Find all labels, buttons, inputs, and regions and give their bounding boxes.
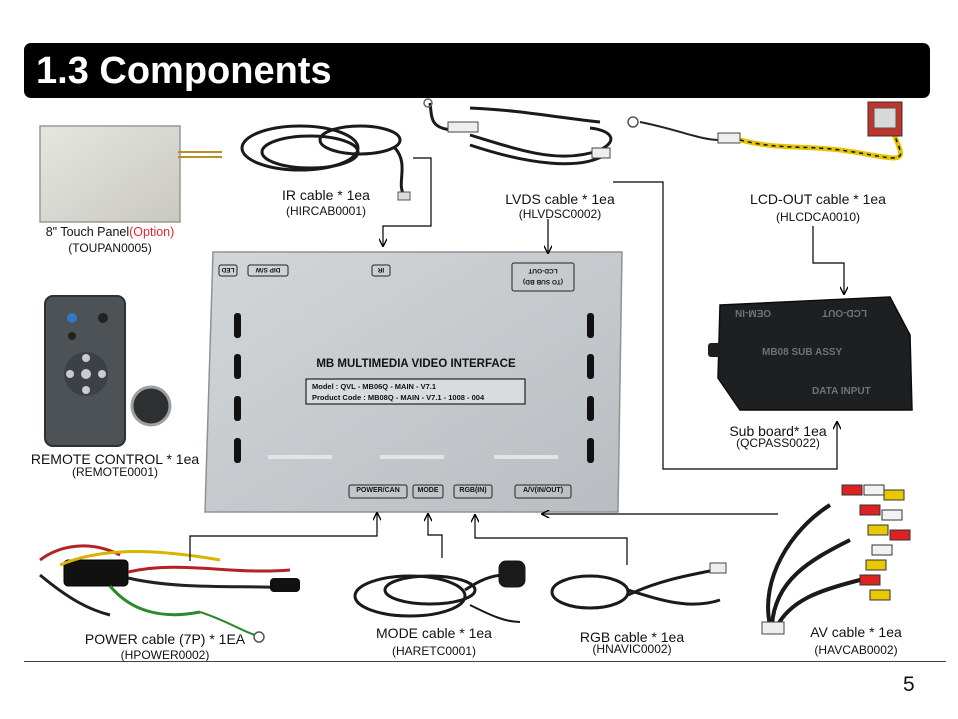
port-led-label: LED xyxy=(221,266,235,273)
rgb-cable-image xyxy=(550,562,727,610)
sub-board-lcd-label: LCD-OUT xyxy=(822,307,867,318)
port-av-label: A/V(IN/OUT) xyxy=(522,487,564,494)
lvds-cable-image xyxy=(423,98,613,166)
sub-board-item-code: (QCPASS0022) xyxy=(736,436,820,450)
main-unit-title: MB MULTIMEDIA VIDEO INTERFACE xyxy=(316,358,516,370)
touch-panel-name: 8" Touch Panel xyxy=(45,225,130,239)
main-unit-product-code: Product Code : MB08Q - MAIN - V7.1 - 100… xyxy=(312,393,485,402)
port-lcd-out-main-label: LCD-OUT xyxy=(528,267,558,274)
rgb-cable-label: RGB cable * 1ea xyxy=(579,629,685,645)
port-lcd-out-sub-label: (TO SUB BD) xyxy=(523,278,563,285)
touch-panel-option: (Option) xyxy=(129,225,175,239)
mode-cable-code: (HARETC0001) xyxy=(391,644,477,658)
footer-rule xyxy=(24,661,946,662)
port-lcd-out-label: (TO SUB BD) LCD-OUT xyxy=(512,265,574,287)
power-cable-label: POWER cable (7P) * 1EA xyxy=(84,631,246,647)
ir-cable-label: IR cable * 1ea xyxy=(282,187,370,203)
rgb-cable-code: (HNAVIC0002) xyxy=(592,642,672,656)
av-cable-image xyxy=(761,484,911,635)
lvds-cable-code: (HLVDSC0002) xyxy=(518,207,602,221)
ir-cable-image xyxy=(240,124,411,201)
sub-board-data-label: DATA INPUT xyxy=(812,386,871,397)
port-power-label: POWER/CAN xyxy=(356,487,400,494)
av-cable-label: AV cable * 1ea xyxy=(810,624,902,640)
page-title: 1.3 Components xyxy=(36,50,332,92)
remote-control-label: REMOTE CONTROL * 1ea xyxy=(30,451,200,467)
touch-panel-image xyxy=(39,125,222,223)
page-number: 5 xyxy=(903,673,915,696)
lcd-out-cable-code: (HLCDCA0010) xyxy=(775,210,861,224)
main-unit-image xyxy=(204,251,623,513)
port-dip-label: DIP S/W xyxy=(255,266,281,273)
sub-board-item-label: Sub board* 1ea xyxy=(729,423,827,439)
connector-lines xyxy=(189,157,844,565)
lcd-out-cable-image xyxy=(627,101,904,161)
sub-board-oem-label: OEM-IN xyxy=(735,307,772,318)
remote-control-code: (REMOTE0001) xyxy=(71,465,159,479)
av-cable-code: (HAVCAB0002) xyxy=(814,643,898,657)
main-unit-model: Model : QVL - MB06Q - MAIN - V7.1 xyxy=(312,382,437,391)
ir-cable-code: (HIRCAB0001) xyxy=(285,204,367,218)
remote-control-image xyxy=(44,295,172,447)
port-rgb-label: RGB(IN) xyxy=(459,487,487,494)
touch-panel-code: (TOUPAN0005) xyxy=(68,241,152,255)
sub-board-assy-label: MB08 SUB ASSY xyxy=(762,347,843,358)
lcd-out-cable-label: LCD-OUT cable * 1ea xyxy=(750,191,886,207)
power-cable-code: (HPOWER0002) xyxy=(120,648,210,662)
mode-cable-label: MODE cable * 1ea xyxy=(376,625,492,641)
port-mode-label: MODE xyxy=(417,487,439,494)
power-cable-image xyxy=(39,544,301,643)
port-ir-label: IR xyxy=(377,266,385,273)
mode-cable-image xyxy=(353,560,526,623)
title-bar xyxy=(24,43,930,98)
sub-board-image xyxy=(708,296,913,411)
touch-panel-label: 8" Touch Panel(Option) xyxy=(20,225,200,240)
lvds-cable-label: LVDS cable * 1ea xyxy=(505,191,615,207)
